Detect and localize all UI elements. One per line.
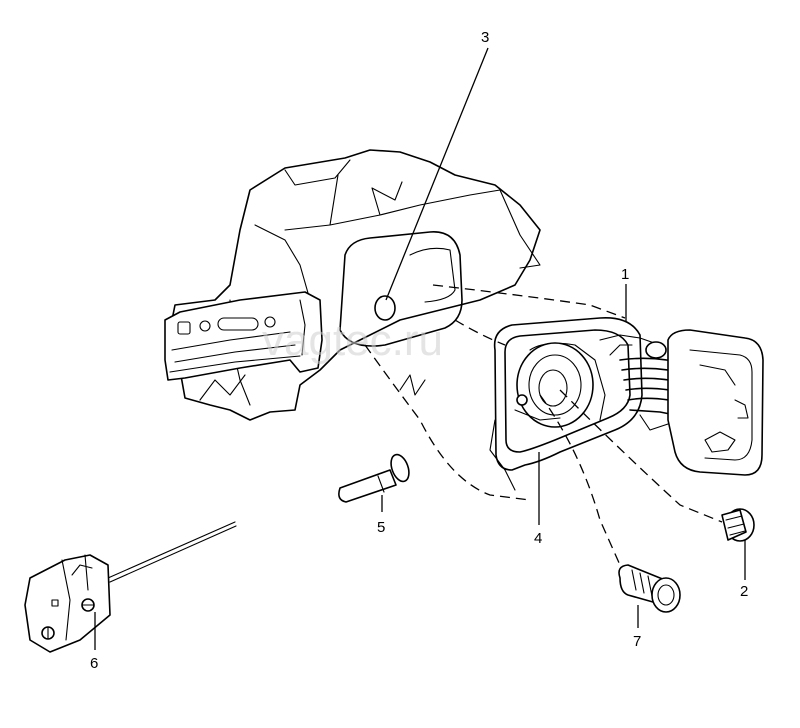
callout-4: 4 — [534, 530, 542, 547]
assembly-lines — [364, 284, 723, 566]
actuator — [24, 521, 237, 653]
callout-2: 2 — [740, 583, 748, 600]
filler-housing — [489, 317, 643, 491]
callout-3: 3 — [481, 29, 489, 46]
callout-1: 1 — [621, 266, 629, 283]
mounting-bracket — [164, 291, 323, 381]
fuel-flap — [667, 329, 764, 476]
plastic-rivet — [338, 453, 410, 503]
body-panel — [169, 149, 541, 421]
spring-clip — [721, 508, 755, 542]
callout-6: 6 — [90, 655, 98, 672]
leader-lines — [94, 47, 746, 650]
watermark: vagtec.ru — [262, 316, 443, 365]
callout-5: 5 — [377, 519, 385, 536]
lock-cylinder — [618, 564, 681, 613]
callout-7: 7 — [633, 633, 641, 650]
